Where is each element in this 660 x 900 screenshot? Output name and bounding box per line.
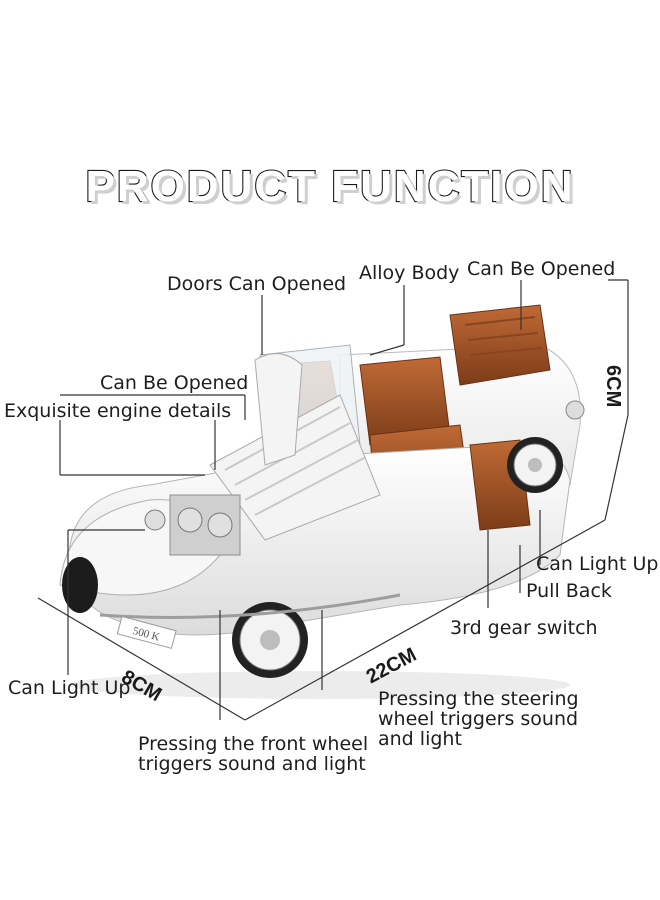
label-steering-line2: wheel triggers sound bbox=[378, 708, 579, 730]
dimension-height: 6CM bbox=[602, 365, 624, 408]
label-front-wheel-line1: Pressing the front wheel bbox=[138, 733, 369, 755]
label-can-light-up-right: Can Light Up bbox=[536, 553, 659, 575]
label-doors-can-opened: Doors Can Opened bbox=[167, 273, 347, 295]
label-alloy-body: Alloy Body bbox=[359, 262, 460, 284]
label-pull-back: Pull Back bbox=[526, 580, 612, 602]
label-steering-line3: and light bbox=[378, 728, 462, 750]
label-can-be-opened-left: Can Be Opened bbox=[100, 372, 249, 394]
label-steering-line1: Pressing the steering bbox=[378, 688, 579, 710]
page-title: PRODUCT FUNCTION bbox=[84, 161, 575, 212]
label-can-light-up-left: Can Light Up bbox=[8, 677, 131, 699]
label-3rd-gear-switch: 3rd gear switch bbox=[450, 617, 598, 639]
label-can-be-opened-top: Can Be Opened bbox=[467, 258, 616, 280]
label-front-wheel-line2: triggers sound and light bbox=[138, 753, 366, 775]
car-illustration: 500 K bbox=[59, 304, 585, 699]
label-engine-details: Exquisite engine details bbox=[4, 400, 232, 422]
